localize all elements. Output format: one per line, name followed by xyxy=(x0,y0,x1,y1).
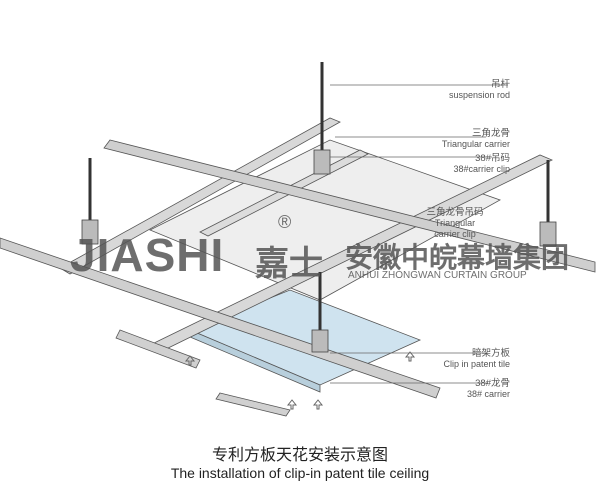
title-en: The installation of clip-in patent tile … xyxy=(170,465,430,481)
watermark-registered: ® xyxy=(278,212,292,232)
38-carrier xyxy=(215,392,291,417)
carrier-clip xyxy=(313,149,331,175)
38-carrier xyxy=(115,329,201,369)
label-cn: 三角龙骨吊码 xyxy=(426,207,484,218)
carrier-clip xyxy=(539,221,557,247)
carrier-clip xyxy=(311,329,329,353)
38-carrier xyxy=(0,237,441,399)
label-en: 38#carrier clip xyxy=(453,164,510,174)
carrier-clip xyxy=(81,219,99,245)
watermark-brand: JIASHI xyxy=(70,229,225,281)
title-cn: 专利方板天花安装示意图 xyxy=(211,445,388,464)
label-cn: 暗架方板 xyxy=(471,348,510,359)
arrow-up-icon xyxy=(312,399,324,410)
label-cn: 38#龙骨 xyxy=(475,378,510,389)
label-en: 38# carrier xyxy=(466,389,510,399)
38-carrier xyxy=(103,139,596,273)
label-en: Triangular carrier xyxy=(441,139,510,149)
label-cn: 三角龙骨 xyxy=(471,128,510,139)
arrow-up-icon xyxy=(286,399,298,410)
label-en: suspension rod xyxy=(448,90,510,100)
label-cn: 吊杆 xyxy=(490,79,510,90)
arrow-up-icon xyxy=(184,355,196,366)
watermark-brand-cn: 嘉士 xyxy=(255,245,323,283)
label-en: Clip in patent tile xyxy=(443,359,510,369)
watermark-company-cn: 安徽中皖幕墙集团 xyxy=(345,242,570,273)
arrow-up-icon xyxy=(404,351,416,362)
watermark-company-en: ANHUI ZHONGWAN CURTAIN GROUP xyxy=(348,270,527,281)
ceiling-panel xyxy=(149,139,501,301)
label-cn: 38#吊码 xyxy=(475,153,510,164)
triangular-carrier xyxy=(59,117,341,275)
label-en: Triangular carrier clip xyxy=(434,218,476,239)
